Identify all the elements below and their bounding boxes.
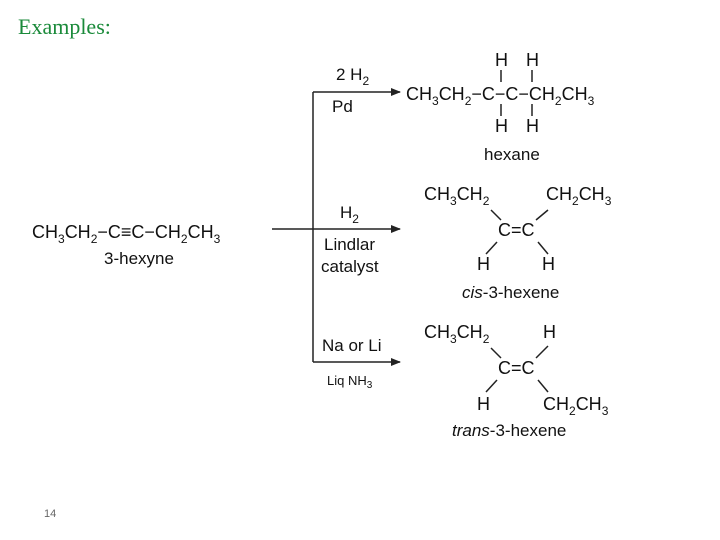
reagent-h2: H2 [340, 203, 359, 226]
cis-center: C=C [498, 220, 535, 240]
product-cis-hexene: CH3CH2 CH2CH3 C=C H H cis-3-hexene [424, 184, 612, 302]
cis-name: cis-3-hexene [462, 283, 559, 302]
product-trans-hexene: CH3CH2 H C=C H CH2CH3 trans-3-hexene [424, 322, 609, 440]
reagent-liq-nh3: Liq NH3 [327, 373, 373, 391]
trans-name: trans-3-hexene [452, 421, 566, 440]
cis-bottom-right: H [542, 254, 555, 274]
reagent-catalyst: catalyst [321, 257, 379, 276]
reagent-pd: Pd [332, 97, 353, 116]
cis-top-left: CH3CH2 [424, 184, 490, 208]
trans-center: C=C [498, 358, 535, 378]
page-number: 14 [44, 508, 57, 520]
reagent-lindlar: Lindlar [324, 235, 375, 254]
hexane-chain: CH3CH2−C−C−CH2CH3 [406, 84, 595, 108]
reactant-name: 3-hexyne [104, 249, 174, 268]
trans-bottom-left: H [477, 394, 490, 414]
cis-bottom-left: H [477, 254, 490, 274]
slide-title: Examples: [18, 14, 111, 39]
hexane-h-top-right: H [526, 50, 539, 70]
hexane-h-top-left: H [495, 50, 508, 70]
cis-top-right: CH2CH3 [546, 184, 612, 208]
hexane-name: hexane [484, 145, 540, 164]
reactant-formula: CH3CH2−C≡C−CH2CH3 [32, 222, 221, 246]
hexane-h-bottom-left: H [495, 116, 508, 136]
hexane-h-bottom-right: H [526, 116, 539, 136]
trans-top-left: CH3CH2 [424, 322, 490, 346]
product-hexane: CH3CH2−C−C−CH2CH3 H H H H hexane [406, 50, 595, 164]
reagent-na-li: Na or Li [322, 336, 382, 355]
reagent-h2-2: 2 H2 [336, 65, 369, 88]
trans-bottom-right: CH2CH3 [543, 394, 609, 418]
trans-top-right: H [543, 322, 556, 342]
